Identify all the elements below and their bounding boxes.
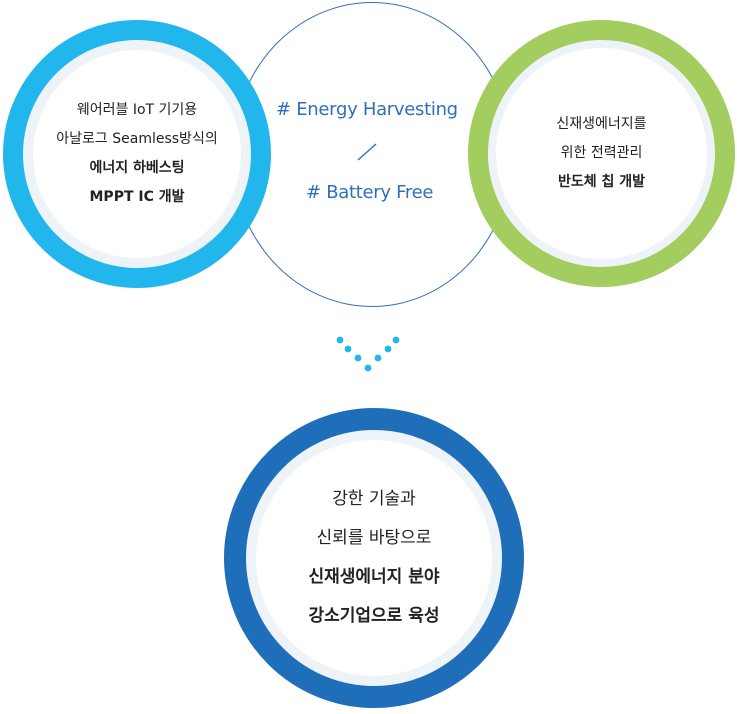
chevron-dot <box>392 336 400 344</box>
right-circle-line-1: 신재생에너지를 <box>556 116 647 132</box>
battery-free-tag: # Battery Free <box>306 182 434 203</box>
right-circle: 신재생에너지를 위한 전력관리 반도체 칩 개발 <box>468 20 735 287</box>
chevron-dot <box>374 354 382 362</box>
left-circle-line-3: 에너지 하베스팅 <box>89 160 185 176</box>
chevron-dot <box>344 345 352 353</box>
energy-harvesting-tag: # Energy Harvesting <box>276 99 458 120</box>
bottom-circle-line-4: 강소기업으로 육성 <box>308 606 440 626</box>
bottom-circle-line-1: 강한 기술과 <box>332 489 416 509</box>
chevron-dot <box>336 336 344 344</box>
right-circle-line-2: 위한 전력관리 <box>560 145 643 161</box>
right-circle-line-3: 반도체 칩 개발 <box>557 174 646 190</box>
left-circle-line-4: MPPT IC 개발 <box>89 189 185 205</box>
chevron-dot <box>364 364 372 372</box>
bottom-circle-line-3: 신재생에너지 분야 <box>308 567 440 587</box>
chevron-dot <box>354 354 362 362</box>
right-circle-content: 신재생에너지를 위한 전력관리 반도체 칩 개발 <box>496 48 707 259</box>
bottom-circle-line-2: 신뢰를 바탕으로 <box>316 528 432 548</box>
left-circle: 웨어러블 IoT 기기용 아날로그 Seamless방식의 에너지 하베스팅 M… <box>3 20 271 288</box>
chevron-down-icon <box>336 336 400 372</box>
bottom-circle-content: 강한 기술과 신뢰를 바탕으로 신재생에너지 분야 강소기업으로 육성 <box>256 440 492 676</box>
chevron-dot <box>384 345 392 353</box>
left-circle-line-1: 웨어러블 IoT 기기용 <box>76 102 198 118</box>
left-circle-content: 웨어러블 IoT 기기용 아날로그 Seamless방식의 에너지 하베스팅 M… <box>33 50 241 258</box>
left-circle-line-2: 아날로그 Seamless방식의 <box>56 131 218 147</box>
bottom-circle: 강한 기술과 신뢰를 바탕으로 신재생에너지 분야 강소기업으로 육성 <box>224 408 524 708</box>
